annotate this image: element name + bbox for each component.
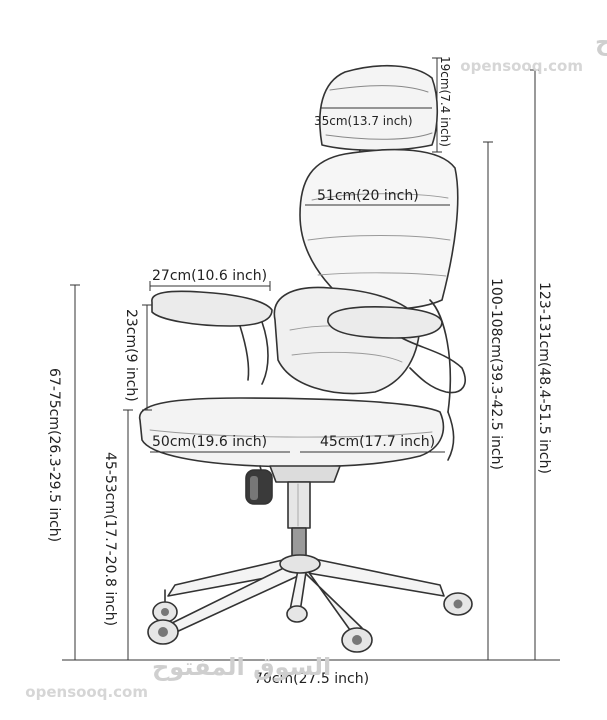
lumbar-support — [273, 286, 421, 395]
seat-width-label: 50cm(19.6 inch) — [152, 434, 267, 450]
seat — [138, 397, 445, 486]
caster-back — [286, 605, 308, 623]
star-base — [167, 554, 445, 635]
casters — [147, 589, 473, 653]
caster-front — [341, 627, 373, 653]
left-armrest — [151, 290, 273, 385]
watermark-latin-text: opensooq.com — [460, 57, 583, 75]
right-armrest — [327, 299, 466, 461]
headrest-height-label: 19cm(7.4 inch) — [438, 56, 452, 147]
caster-right — [443, 592, 473, 616]
gas-lift — [287, 481, 311, 559]
seat-depth-label: 45cm(17.7 inch) — [320, 434, 435, 450]
watermark-arabic-text: السوق المفتوح — [595, 28, 607, 56]
headrest-width-label: 35cm(13.7 inch) — [314, 114, 413, 128]
dimension-lines — [62, 57, 560, 661]
watermark-top-right: السوق المفتوح opensooq.com — [460, 28, 607, 75]
chair-illustration — [138, 64, 473, 653]
backrest — [299, 148, 459, 310]
caster-front-left — [147, 619, 179, 645]
total-height-label: 123-131cm(48.4-51.5 inch) — [536, 282, 552, 474]
back-height-label: 100-108cm(39.3-42.5 inch) — [488, 278, 504, 470]
watermark-bottom-left: السوق المفتوح opensooq.com — [25, 653, 331, 701]
armrest-length-label: 27cm(10.6 inch) — [152, 268, 267, 284]
seat-height-label: 45-53cm(17.7-20.8 inch) — [102, 452, 118, 626]
seat-mechanism — [245, 465, 341, 505]
back-width-label: 51cm(20 inch) — [317, 188, 419, 204]
armrest-height-label: 23cm(9 inch) — [123, 309, 139, 402]
headrest — [319, 64, 439, 161]
watermark-latin-text-bottom: opensooq.com — [25, 683, 148, 701]
dimension-labels: 35cm(13.7 inch) 19cm(7.4 inch) 51cm(20 i… — [46, 56, 552, 687]
base-width-label: 70cm(27.5 inch) — [254, 671, 369, 687]
watermark-arabic-text-bottom: السوق المفتوح — [152, 653, 331, 681]
armrest-floor-height-label: 67-75cm(26.3-29.5 inch) — [46, 368, 62, 542]
